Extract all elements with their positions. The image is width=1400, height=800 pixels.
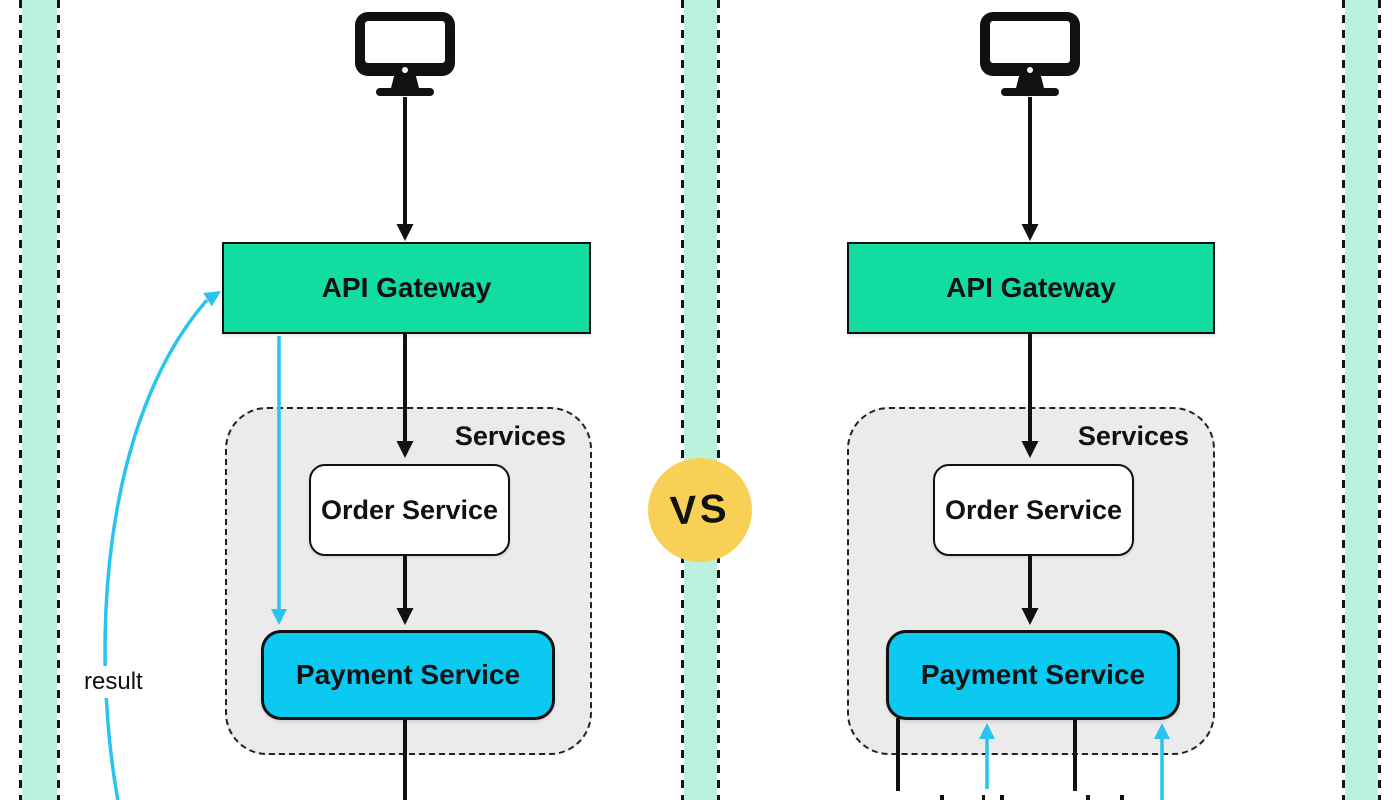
services-group-label: Services xyxy=(454,421,566,451)
stripe-dashed-border xyxy=(681,0,684,800)
stripe-dashed-border xyxy=(19,0,22,800)
desktop-monitor-icon xyxy=(355,12,455,96)
monitor-base xyxy=(1001,88,1059,96)
right-edge-stripe xyxy=(1345,0,1378,800)
stripe-dashed-border xyxy=(1342,0,1345,800)
cutoff-glyph xyxy=(1086,795,1090,800)
middle-stripe xyxy=(684,0,717,800)
api-gateway-box-right: API Gateway xyxy=(847,242,1215,334)
monitor-stand xyxy=(1016,75,1044,88)
order-service-box-right: Order Service xyxy=(933,464,1134,556)
result-arrow-label: result xyxy=(76,666,151,698)
monitor-screen xyxy=(365,21,445,63)
monitor-base xyxy=(376,88,434,96)
arrowhead xyxy=(396,224,414,241)
cutoff-glyph xyxy=(1120,795,1124,800)
monitor-stand xyxy=(391,75,419,88)
stripe-dashed-border xyxy=(1378,0,1381,800)
vs-badge: VS xyxy=(648,458,752,562)
payment-service-box-right: Payment Service xyxy=(886,630,1180,720)
arrowhead xyxy=(203,291,221,307)
cutoff-glyph xyxy=(982,795,985,800)
stripe-dashed-border xyxy=(57,0,60,800)
cyan-result-curve xyxy=(103,298,209,800)
desktop-monitor-icon xyxy=(980,12,1080,96)
monitor-bezel xyxy=(980,12,1080,76)
monitor-screen xyxy=(990,21,1070,63)
services-group-left: Services Order Service Payment Service xyxy=(225,407,592,755)
monitor-bezel xyxy=(355,12,455,76)
cutoff-glyph xyxy=(1000,795,1004,800)
arrowhead xyxy=(1021,224,1039,241)
payment-service-box-left: Payment Service xyxy=(261,630,555,720)
services-group-right: Services Order Service Payment Service xyxy=(847,407,1215,755)
left-edge-stripe xyxy=(22,0,57,800)
monitor-dot xyxy=(402,66,408,73)
monitor-dot xyxy=(1027,66,1033,73)
stripe-dashed-border xyxy=(717,0,720,800)
cutoff-glyph xyxy=(940,795,944,800)
vs-badge-label: VS xyxy=(669,485,731,534)
services-group-label: Services xyxy=(1077,421,1189,451)
order-service-box-left: Order Service xyxy=(309,464,510,556)
api-gateway-box-left: API Gateway xyxy=(222,242,591,334)
